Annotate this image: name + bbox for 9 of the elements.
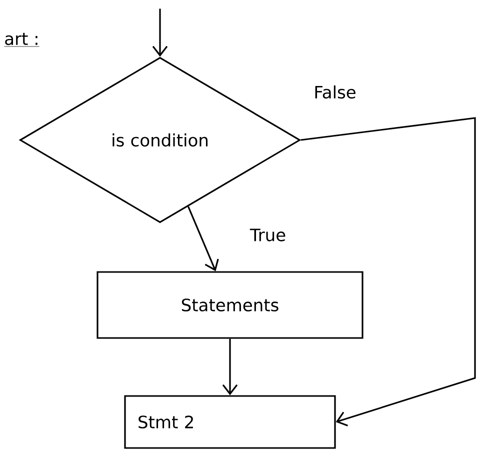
arrow [188, 206, 219, 272]
edge-label: True [248, 228, 288, 242]
arrow [152, 8, 168, 57]
process-box: Statements [96, 271, 364, 339]
edge-label: False [312, 84, 358, 100]
heading-fragment: art : [4, 32, 40, 47]
arrow [300, 117, 476, 426]
process-box: Stmt 2 [124, 395, 336, 449]
arrow [222, 338, 238, 396]
